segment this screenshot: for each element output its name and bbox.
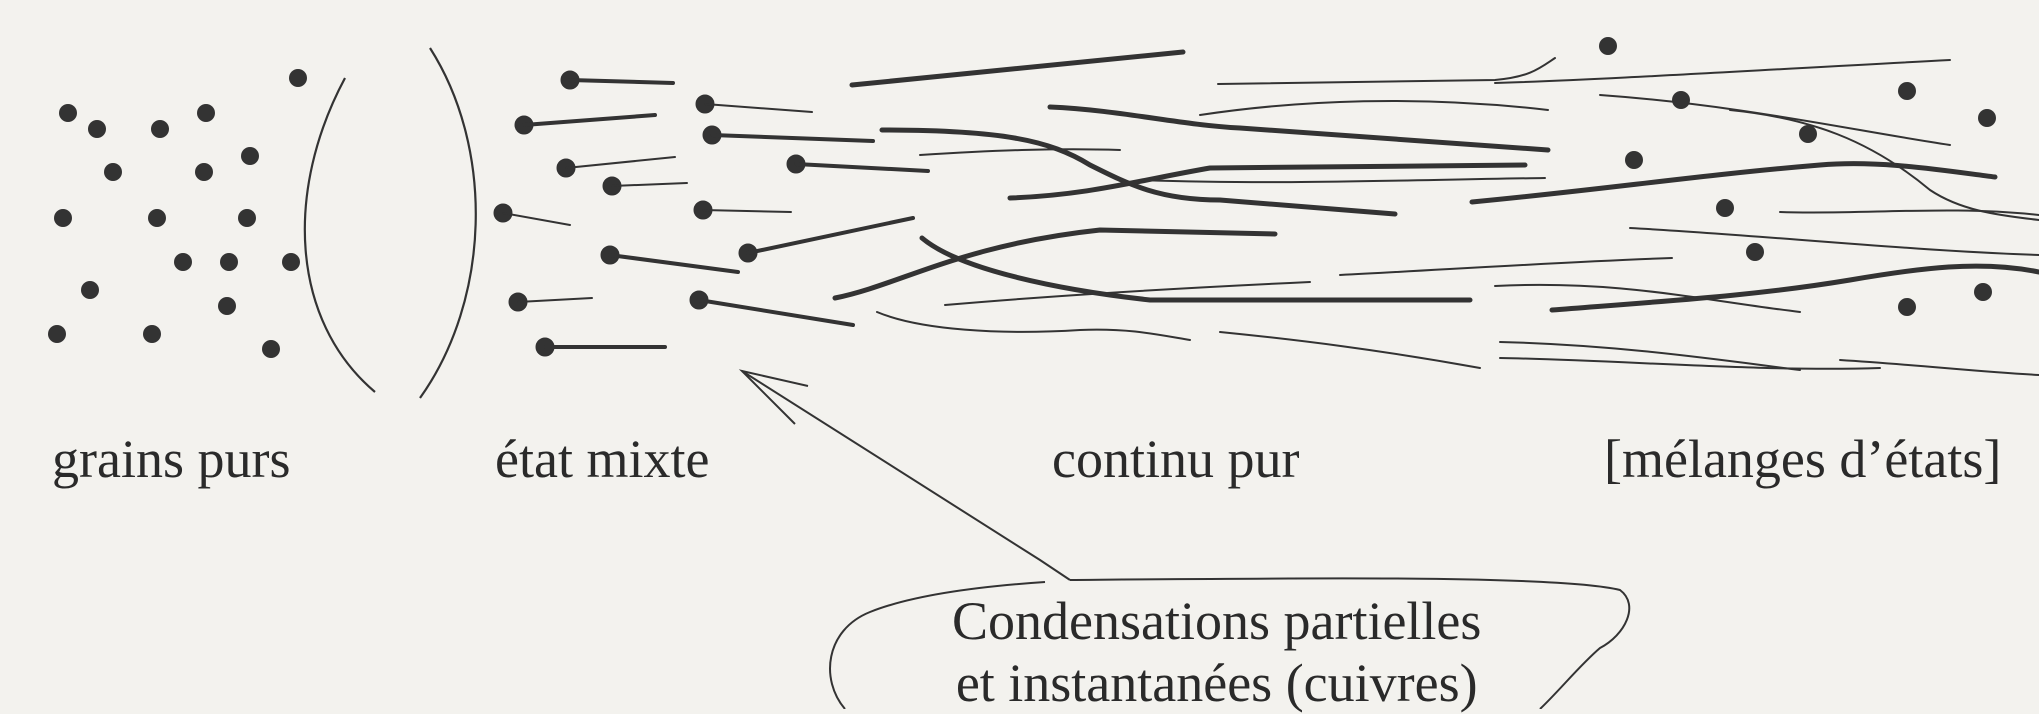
grain-dot (151, 120, 169, 138)
tadpole (603, 177, 687, 195)
arrow-head (742, 371, 808, 424)
mixed-state-tadpoles (494, 71, 928, 356)
tadpole (509, 293, 592, 311)
melange-dot (1974, 283, 1992, 301)
label-melanges-etats: [mélanges d’états] (1604, 432, 2001, 486)
grain-dot (104, 163, 122, 181)
callout-tail (742, 371, 1070, 580)
grain-dot (174, 253, 192, 271)
tadpole (787, 155, 928, 173)
grain-dot (54, 209, 72, 227)
grains-purs-dots (48, 69, 307, 358)
tadpole (515, 115, 655, 134)
callout-line-2: et instantanées (cuivres) (952, 652, 1481, 714)
melange-dot (1716, 199, 1734, 217)
grain-dot (241, 147, 259, 165)
thin-strand (1500, 358, 1880, 369)
label-continu-pur: continu pur (1052, 432, 1299, 486)
grain-dot (197, 104, 215, 122)
thin-strand (1220, 332, 1480, 368)
thin-strand (1140, 178, 1545, 182)
tadpole (696, 95, 812, 113)
grain-dot (143, 325, 161, 343)
tadpole (703, 126, 873, 144)
grain-dot (81, 281, 99, 299)
melange-dot (1898, 82, 1916, 100)
tadpole (557, 157, 675, 177)
strand (882, 130, 1395, 214)
melange-dot (1599, 37, 1617, 55)
grain-dot (282, 253, 300, 271)
callout-text: Condensations partielles et instantanées… (952, 590, 1481, 714)
grain-dot (195, 163, 213, 181)
callout-line-1: Condensations partielles (952, 590, 1481, 652)
grain-dot (88, 120, 106, 138)
melange-dot (1625, 151, 1643, 169)
tadpole (494, 204, 570, 225)
right-paren (420, 48, 476, 398)
thin-strand (1495, 60, 1950, 83)
grain-dot (289, 69, 307, 87)
thin-strand (1218, 58, 1555, 84)
tadpole (739, 218, 913, 262)
thin-strand (1630, 228, 2039, 255)
melange-dot (1978, 109, 1996, 127)
thin-strand (1600, 95, 1950, 145)
label-etat-mixte: état mixte (495, 432, 709, 486)
label-grains-purs: grains purs (52, 432, 290, 486)
grain-dot (262, 340, 280, 358)
grain-dot (59, 104, 77, 122)
melange-dot (1672, 91, 1690, 109)
melange-dot (1898, 298, 1916, 316)
thin-strand (1500, 342, 1800, 370)
separator-parentheses (305, 48, 476, 398)
thin-strand (877, 312, 1190, 340)
melange-dot (1746, 243, 1764, 261)
melanges-dots (1599, 37, 1996, 316)
tadpole (561, 71, 673, 89)
grain-dot (48, 325, 66, 343)
strand (852, 52, 1183, 85)
grain-dot (148, 209, 166, 227)
strand (1050, 107, 1548, 150)
thin-strand (1495, 285, 1800, 312)
tadpole (690, 291, 853, 325)
grain-dot (238, 209, 256, 227)
thin-strand (920, 149, 1120, 155)
grain-dot (220, 253, 238, 271)
thin-strand (1200, 101, 1548, 115)
thin-strand (1340, 258, 1672, 275)
tadpole (536, 338, 665, 356)
melange-dot (1799, 125, 1817, 143)
tadpole (601, 246, 738, 272)
grain-dot (218, 297, 236, 315)
tadpole (694, 201, 791, 219)
continuum-strands (835, 52, 2039, 375)
strand (1472, 164, 1995, 202)
left-paren (305, 78, 375, 392)
